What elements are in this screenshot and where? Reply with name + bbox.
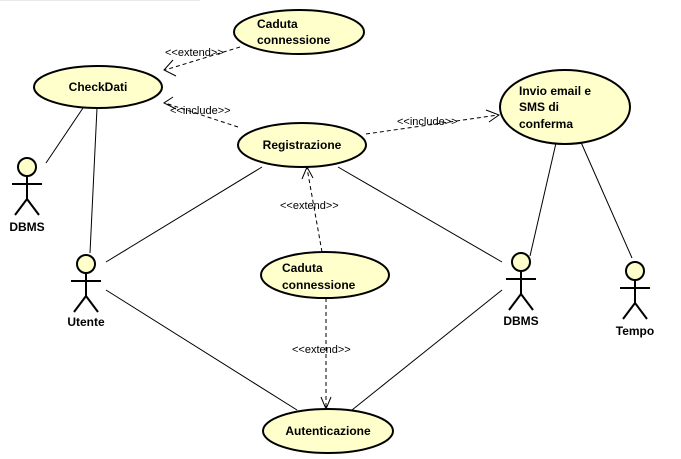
extend-mid-label: <<extend>>	[280, 200, 339, 212]
assoc-checkdati-dbms-left	[45, 107, 84, 164]
assoc-utente-autenticazione	[105, 289, 298, 411]
use-case-registrazione-label: Registrazione	[263, 138, 342, 152]
actor-utente-label: Utente	[67, 315, 105, 329]
actor-figure-icon	[12, 157, 42, 216]
include-right-label: <<include>>	[397, 116, 458, 128]
assoc-registrazione-dbms-right	[337, 166, 503, 263]
extend-top-label: <<extend>>	[165, 47, 224, 59]
extend-top-line	[164, 46, 241, 71]
actor-dbms-right-label: DBMS	[503, 314, 538, 328]
associations	[45, 107, 633, 411]
use-case-caduta-mid-line2: connessione	[282, 278, 356, 292]
assoc-dbms-right-autenticazione	[351, 289, 503, 411]
use-case-checkdati[interactable]: CheckDati	[33, 65, 163, 109]
include-left-label: <<include>>	[170, 105, 231, 117]
use-case-invio-line1: Invio email e	[519, 84, 591, 98]
extend-bottom-label: <<extend>>	[292, 344, 351, 356]
dependencies	[163, 46, 501, 411]
actor-figure-icon	[620, 261, 650, 320]
use-case-caduta-connessione-mid[interactable]: Caduta connessione	[260, 251, 390, 299]
use-case-caduta-mid-line1: Caduta	[282, 261, 323, 275]
use-case-caduta-connessione-top[interactable]: Caduta connessione	[233, 9, 365, 55]
assoc-registrazione-utente	[105, 166, 263, 263]
use-case-checkdati-label: CheckDati	[69, 80, 128, 94]
use-case-invio-email-sms[interactable]: Invio email e SMS di conferma	[499, 69, 631, 145]
include-right-line	[365, 114, 499, 135]
use-case-invio-line2: SMS di	[519, 100, 559, 114]
actor-dbms-right[interactable]: DBMS	[503, 252, 539, 328]
use-case-caduta-top-line2: connessione	[257, 33, 331, 47]
actor-figure-icon	[71, 254, 101, 313]
actor-figure-icon	[506, 252, 536, 311]
include-left-line	[164, 102, 239, 128]
include-right-arrowhead	[485, 109, 501, 123]
actor-tempo-label: Tempo	[616, 324, 654, 338]
actor-tempo[interactable]: Tempo	[616, 261, 654, 338]
use-case-autenticazione[interactable]: Autenticazione	[262, 408, 394, 454]
actor-utente[interactable]: Utente	[67, 254, 105, 329]
use-case-invio-line3: conferma	[519, 117, 573, 131]
extend-mid-line	[306, 167, 323, 253]
assoc-checkdati-utente	[89, 107, 98, 254]
include-left-arrowhead	[163, 96, 177, 110]
assoc-invio-tempo	[579, 139, 633, 259]
actor-dbms-left[interactable]: DBMS	[9, 157, 45, 234]
extend-top-arrowhead	[163, 59, 177, 77]
use-case-registrazione[interactable]: Registrazione	[237, 122, 367, 168]
actor-dbms-left-label: DBMS	[9, 220, 44, 234]
use-case-caduta-top-line1: Caduta	[257, 17, 298, 31]
assoc-invio-dbms-right	[529, 142, 557, 257]
use-case-autenticazione-label: Autenticazione	[285, 424, 371, 438]
